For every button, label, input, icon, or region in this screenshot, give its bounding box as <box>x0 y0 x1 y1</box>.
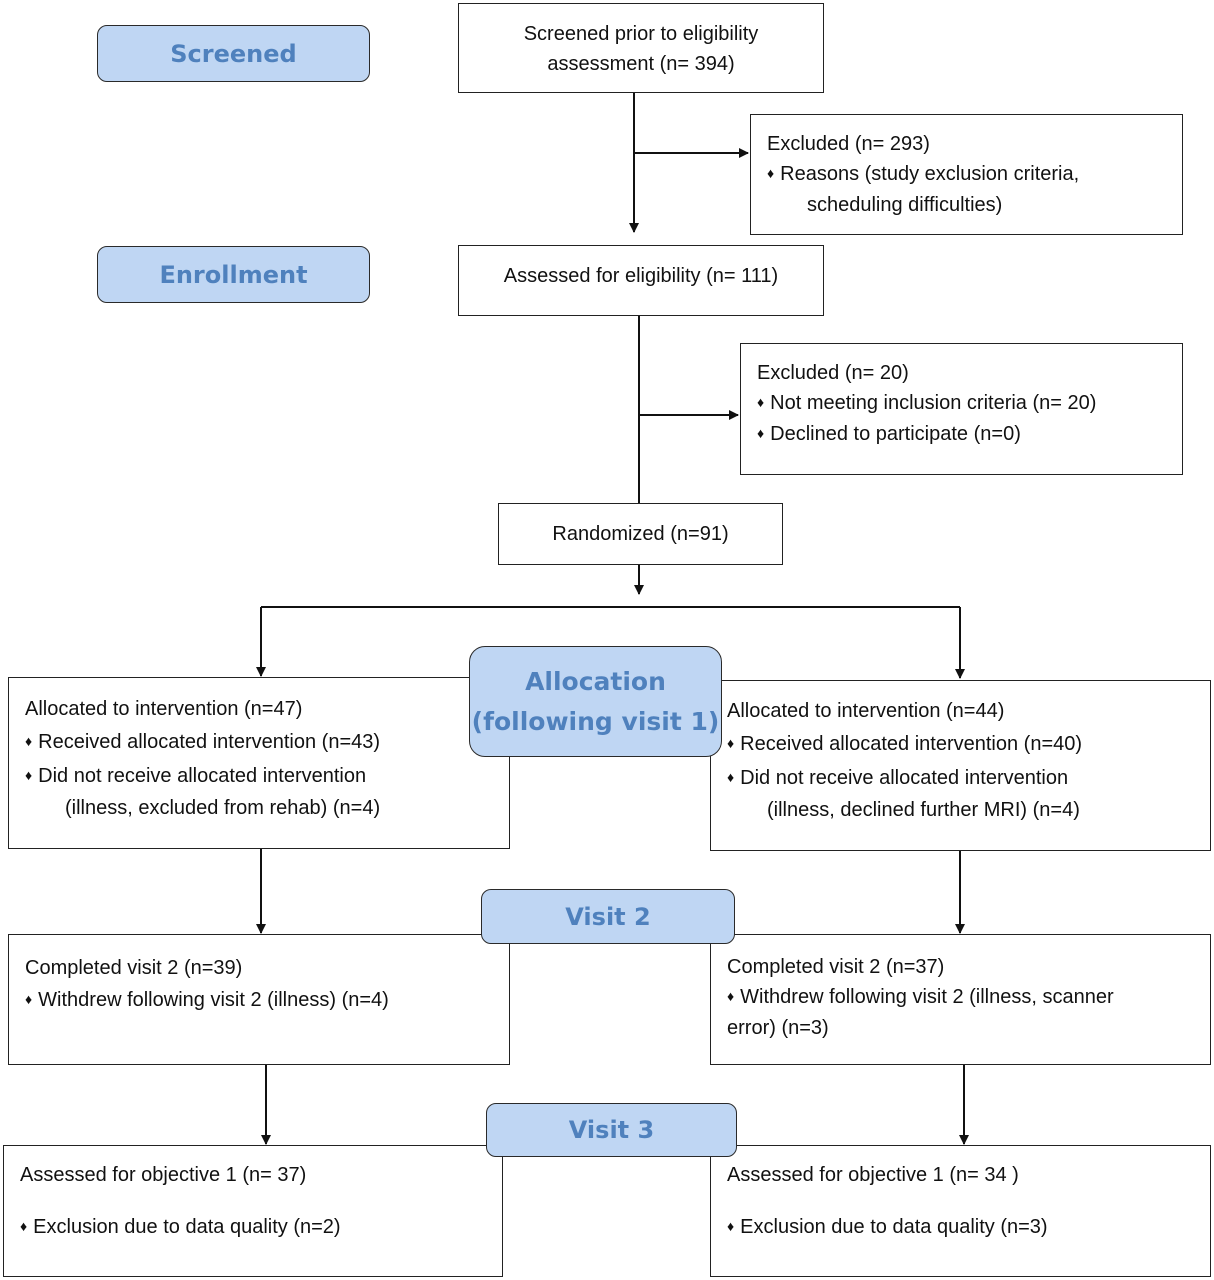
randomized-text: Randomized (n=91) <box>552 523 729 545</box>
screened-line-2: assessment (n= 394) <box>547 53 735 75</box>
right-alloc-item-2: Did not receive allocated intervention <box>727 762 1210 796</box>
left-visit3-box: Assessed for objective 1 (n= 37) Exclusi… <box>3 1145 503 1277</box>
right-visit2-item-1: Withdrew following visit 2 (illness, sca… <box>727 982 1210 1013</box>
stage-visit2-label: Visit 2 <box>565 902 651 931</box>
stage-visit3: Visit 3 <box>486 1103 737 1157</box>
right-visit2-box: Completed visit 2 (n=37) Withdrew follow… <box>710 934 1211 1065</box>
right-visit2-item-1-cont: error) (n=3) <box>727 1017 829 1039</box>
stage-allocation-sublabel: (following visit 1) <box>471 706 720 736</box>
left-alloc-item-2-detail: (illness, excluded from rehab) (n=4) <box>65 797 381 819</box>
left-visit2-box: Completed visit 2 (n=39) Withdrew follow… <box>8 934 510 1065</box>
stage-allocation: Allocation (following visit 1) <box>469 646 722 757</box>
right-visit2-title: Completed visit 2 (n=37) <box>727 956 945 978</box>
stage-screened: Screened <box>97 25 370 82</box>
stage-enrollment-label: Enrollment <box>159 260 308 289</box>
right-alloc-item-1: Received allocated intervention (n=40) <box>727 728 1210 762</box>
assessed-text: Assessed for eligibility (n= 111) <box>503 265 779 287</box>
left-visit3-title: Assessed for objective 1 (n= 37) <box>20 1164 307 1186</box>
right-alloc-item-2-detail: (illness, declined further MRI) (n=4) <box>767 799 1080 821</box>
screened-box: Screened prior to eligibility assessment… <box>458 3 824 93</box>
stage-enrollment: Enrollment <box>97 246 370 303</box>
excluded-2-item-1: Not meeting inclusion criteria (n= 20) <box>757 388 1182 419</box>
stage-allocation-label: Allocation <box>525 666 666 696</box>
right-visit3-title: Assessed for objective 1 (n= 34 ) <box>727 1164 1019 1186</box>
randomized-box: Randomized (n=91) <box>498 503 783 565</box>
left-alloc-title: Allocated to intervention (n=47) <box>25 698 303 720</box>
assessed-box: Assessed for eligibility (n= 111) <box>458 245 824 316</box>
left-visit2-title: Completed visit 2 (n=39) <box>25 957 243 979</box>
right-allocation-box: Allocated to intervention (n=44) Receive… <box>710 680 1211 851</box>
stage-visit3-label: Visit 3 <box>568 1116 655 1144</box>
left-allocation-box: Allocated to intervention (n=47) Receive… <box>8 677 510 849</box>
stage-screened-label: Screened <box>170 39 297 68</box>
right-visit3-item-1: Exclusion due to data quality (n=3) <box>727 1212 1210 1243</box>
left-alloc-item-2: Did not receive allocated intervention <box>25 760 509 794</box>
right-alloc-title: Allocated to intervention (n=44) <box>727 700 1005 722</box>
left-visit2-item-1: Withdrew following visit 2 (illness) (n=… <box>25 984 509 1017</box>
excluded-2-item-2: Declined to participate (n=0) <box>757 419 1182 450</box>
excluded-1-reason: Reasons (study exclusion criteria, <box>767 159 1182 190</box>
right-visit3-box: Assessed for objective 1 (n= 34 ) Exclus… <box>710 1145 1211 1277</box>
excluded-box-2: Excluded (n= 20) Not meeting inclusion c… <box>740 343 1183 475</box>
stage-visit2: Visit 2 <box>481 889 735 944</box>
excluded-box-1: Excluded (n= 293) Reasons (study exclusi… <box>750 114 1183 235</box>
screened-line-1: Screened prior to eligibility <box>523 23 759 45</box>
excluded-1-title: Excluded (n= 293) <box>767 133 930 155</box>
left-visit3-item-1: Exclusion due to data quality (n=2) <box>20 1212 502 1243</box>
left-alloc-item-1: Received allocated intervention (n=43) <box>25 726 509 760</box>
excluded-1-reason-cont: scheduling difficulties) <box>807 194 1003 216</box>
excluded-2-title: Excluded (n= 20) <box>757 362 909 384</box>
